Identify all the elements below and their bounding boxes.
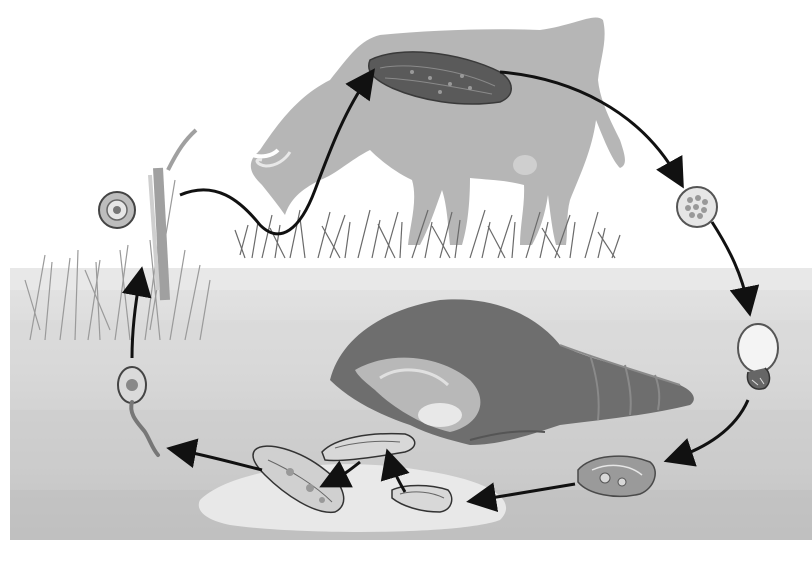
metacercaria-stage xyxy=(99,192,135,228)
cow-udder xyxy=(513,155,537,175)
egg-stage xyxy=(677,187,717,227)
sporocyst-stage xyxy=(578,456,655,496)
